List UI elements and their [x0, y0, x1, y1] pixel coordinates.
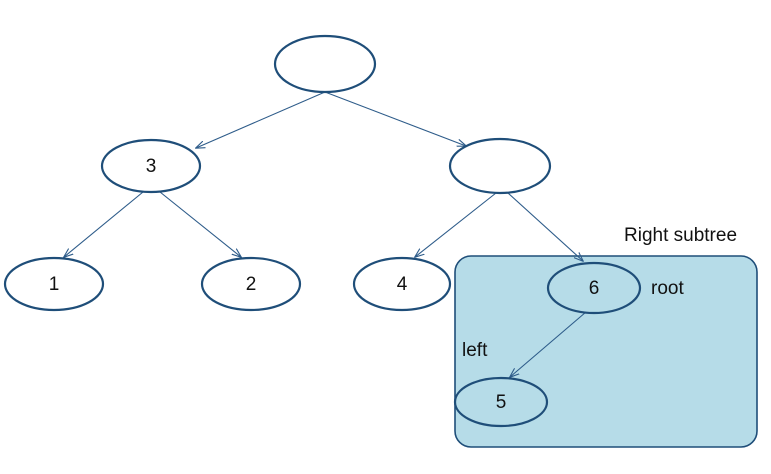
tree-edges [64, 91, 587, 377]
node-3-ellipse[interactable] [100, 138, 202, 194]
node-6-label: 6 [589, 278, 600, 299]
node-5-ellipse[interactable] [453, 376, 549, 428]
edge-right-child-to-6 [507, 192, 583, 261]
node-1-label: 1 [49, 274, 60, 295]
right-subtree-title: Right subtree [624, 225, 737, 246]
node-root-ellipse[interactable] [273, 34, 377, 94]
edge-6-to-5 [510, 311, 587, 377]
node-4-ellipse[interactable] [352, 256, 452, 312]
node-3[interactable]: 3 [100, 138, 202, 194]
node-1[interactable]: 1 [3, 256, 105, 312]
node-2-label: 2 [246, 274, 257, 295]
annotations: root left [462, 278, 684, 361]
node-root[interactable] [273, 34, 377, 94]
right-subtree-rect [454, 255, 758, 448]
node-5[interactable]: 5 [453, 376, 549, 428]
edge-root-to-right-child [324, 91, 466, 146]
node-1-ellipse[interactable] [3, 256, 105, 312]
node-5-label: 5 [496, 392, 507, 413]
edge-root-to-3 [196, 91, 326, 148]
node-right-child-ellipse[interactable] [448, 137, 552, 195]
node-6-ellipse[interactable] [546, 261, 642, 315]
edge-3-to-1 [64, 191, 144, 257]
right-subtree-region [454, 255, 758, 448]
node-3-label: 3 [146, 156, 157, 177]
left-annotation-label: left [462, 340, 488, 361]
node-2-ellipse[interactable] [200, 256, 302, 312]
node-2[interactable]: 2 [200, 256, 302, 312]
node-6[interactable]: 6 [546, 261, 642, 315]
edge-3-to-2 [159, 191, 241, 257]
edge-right-child-to-4 [415, 192, 497, 257]
tree-nodes: 3 1 2 4 6 [3, 34, 642, 428]
node-right-child[interactable] [448, 137, 552, 195]
node-4[interactable]: 4 [352, 256, 452, 312]
node-4-label: 4 [397, 274, 408, 295]
root-annotation-label: root [651, 278, 684, 299]
